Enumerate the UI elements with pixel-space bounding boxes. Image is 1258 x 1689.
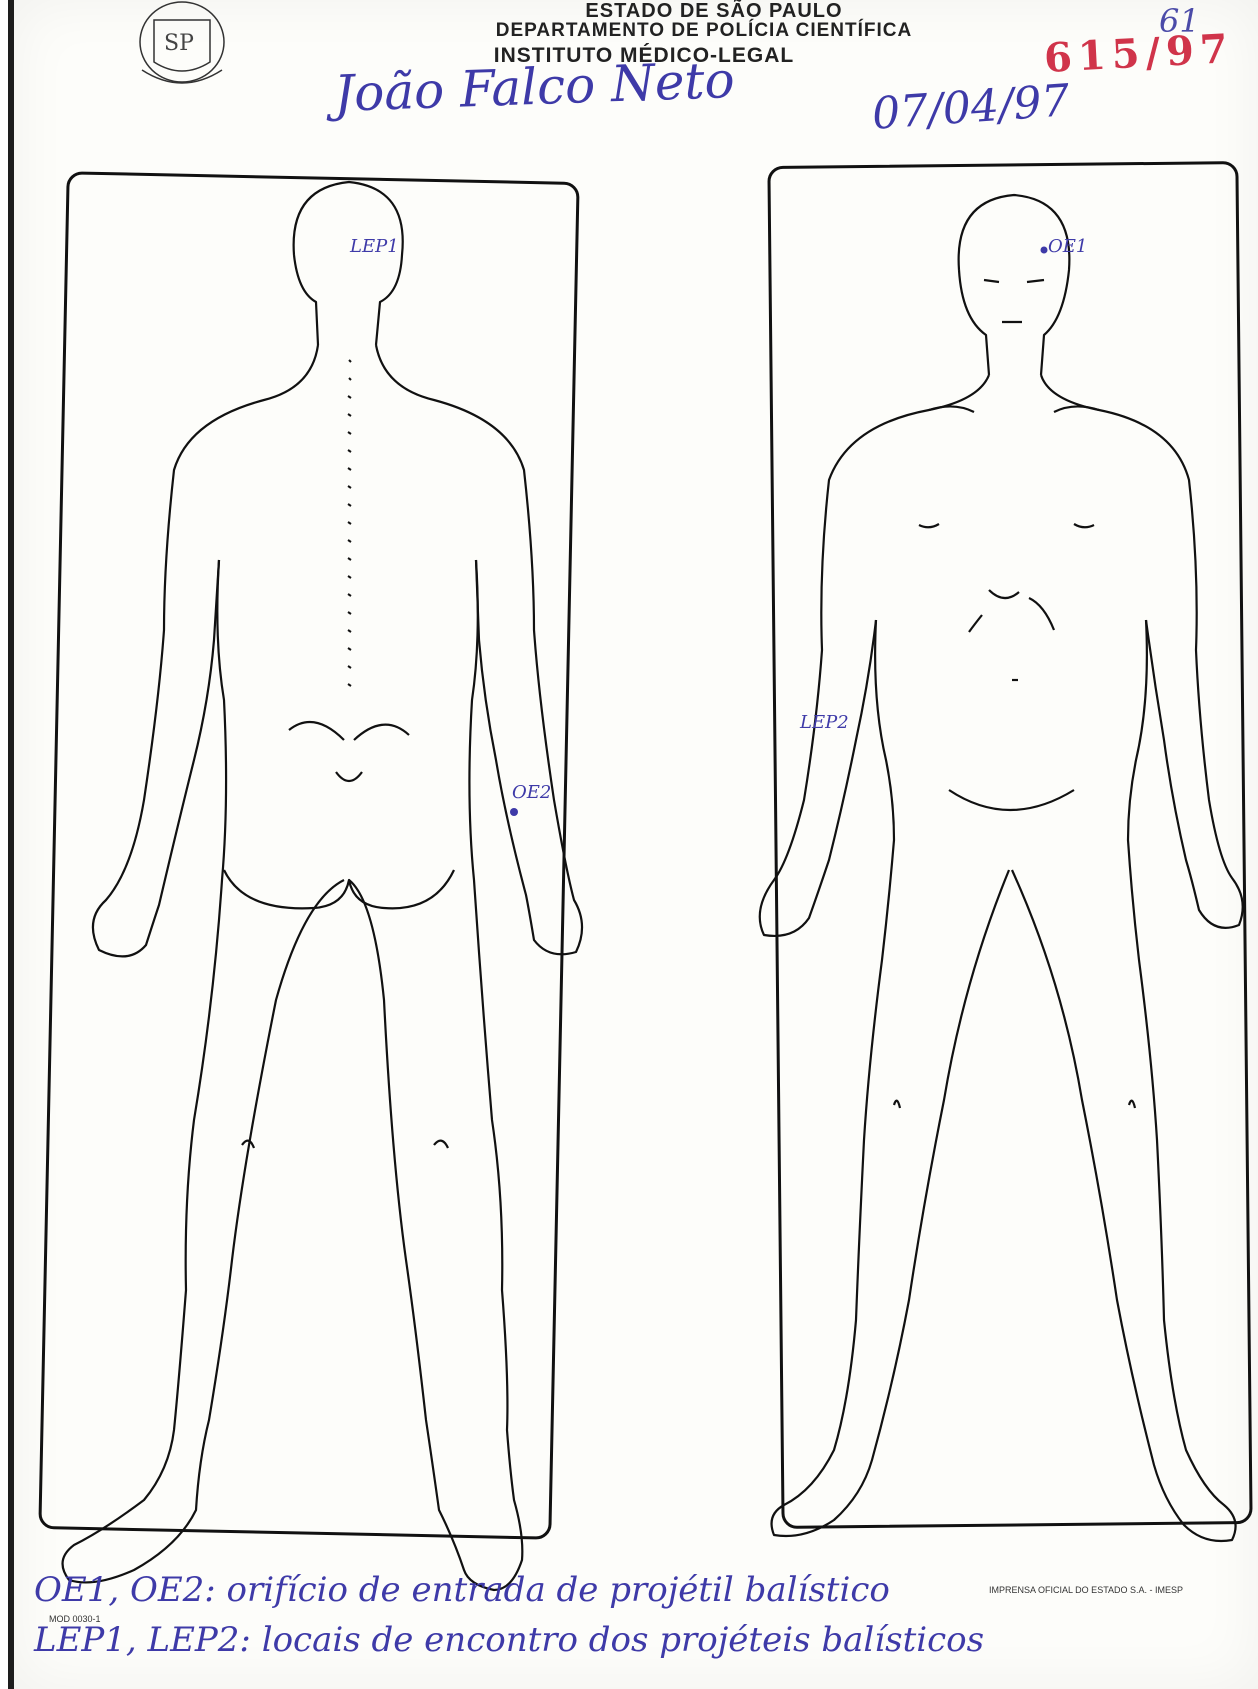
label-oe1: OE1 [1048,236,1087,257]
state-seal-icon: SP [140,2,224,83]
label-oe2: OE2 [512,782,551,803]
wound-mark-oe1 [1041,247,1048,254]
document-page: ESTADO DE SÃO PAULO DEPARTAMENTO DE POLÍ… [8,0,1258,1689]
form-code: MOD 0030-1 [49,1614,101,1624]
front-view-figure [760,195,1243,1541]
legend-line-2: LEP1, LEP2: locais de encontro dos projé… [34,1620,984,1660]
spine-dots [348,360,351,686]
svg-text:SP: SP [164,31,194,56]
wound-mark-oe2 [510,808,518,816]
label-lep2: LEP2 [800,712,849,733]
back-view-frame [40,173,578,1538]
legend-line-1: OE1, OE2: orifício de entrada de projéti… [34,1570,890,1610]
back-view-figure [63,182,582,1590]
case-number-stamp: 615/97 [1043,25,1235,82]
printer-credit: IMPRENSA OFICIAL DO ESTADO S.A. - IMESP [989,1585,1183,1595]
label-lep1: LEP1 [350,236,399,257]
front-view-frame [769,163,1251,1528]
page-number: 61 [1159,2,1200,40]
